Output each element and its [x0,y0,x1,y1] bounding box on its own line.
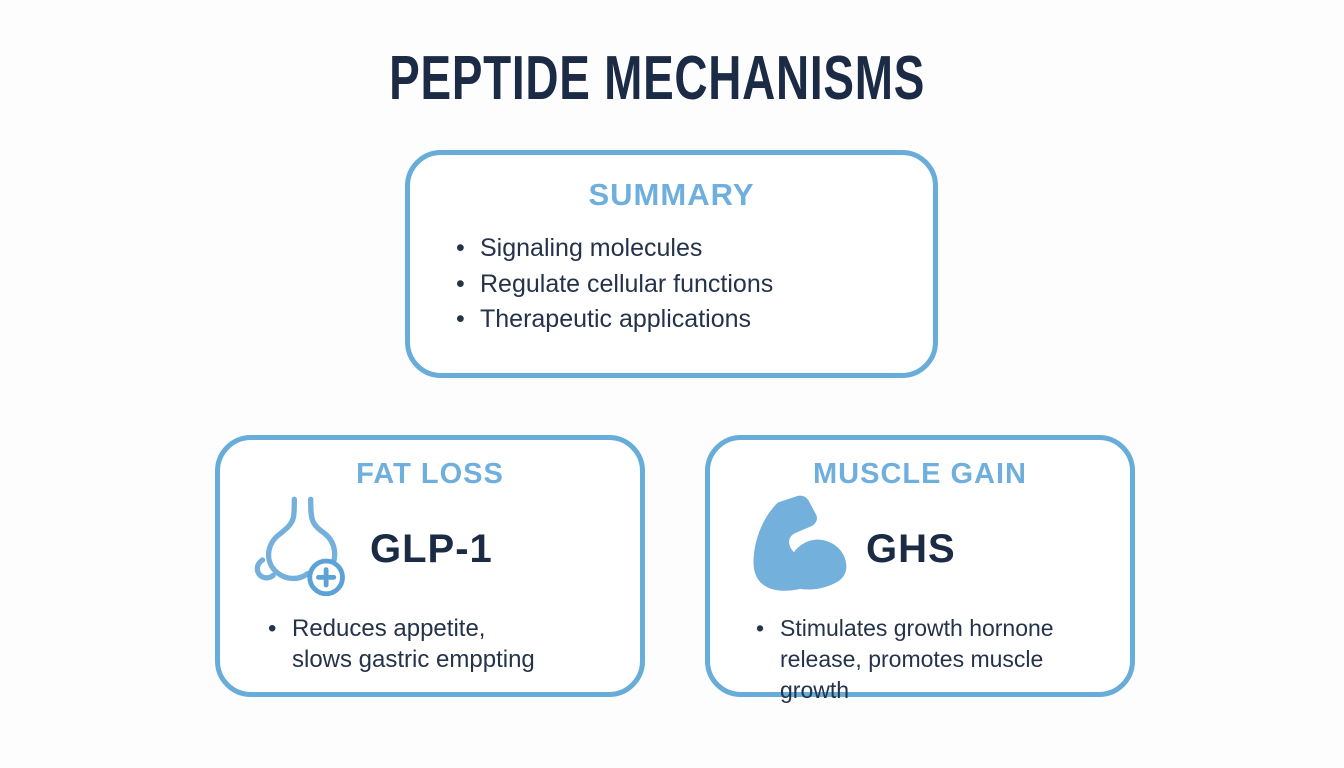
muscle-gain-bullet-list: Stimulates growth hornone release, promo… [756,613,1130,706]
fat-loss-bullet-list: Reduces appetite, slows gastric emppting [268,613,640,675]
summary-bullet: Signaling molecules [456,231,933,267]
stomach-plus-icon [250,491,356,608]
summary-card-title: SUMMARY [588,177,755,212]
fat-loss-card-title: FAT LOSS [356,458,504,490]
muscle-gain-card: MUSCLE GAIN GHS Stimulates growth hornon… [705,435,1135,703]
muscle-gain-icon-row: GHS [740,491,1130,607]
fat-loss-icon-row: GLP-1 [250,491,640,607]
bicep-icon [740,494,852,605]
muscle-gain-peptide-label: GHS [866,526,956,571]
summary-bullet: Therapeutic applications [456,302,933,338]
summary-bullet-list: Signaling molecules Regulate cellular fu… [456,231,933,338]
fat-loss-peptide-label: GLP-1 [370,526,493,571]
page-title: PEPTIDE MECHANISMS [0,48,1344,110]
summary-card: SUMMARY Signaling molecules Regulate cel… [405,150,938,378]
fat-loss-bullet: Reduces appetite, slows gastric emppting [268,613,548,675]
muscle-gain-card-title: MUSCLE GAIN [813,458,1027,490]
muscle-gain-bullet: Stimulates growth hornone release, promo… [756,613,1108,706]
page-title-text: PEPTIDE MECHANISMS [389,44,925,113]
fat-loss-card: FAT LOSS GLP-1 Reduces appetite, slows g… [215,435,645,697]
summary-bullet: Regulate cellular functions [456,267,933,303]
